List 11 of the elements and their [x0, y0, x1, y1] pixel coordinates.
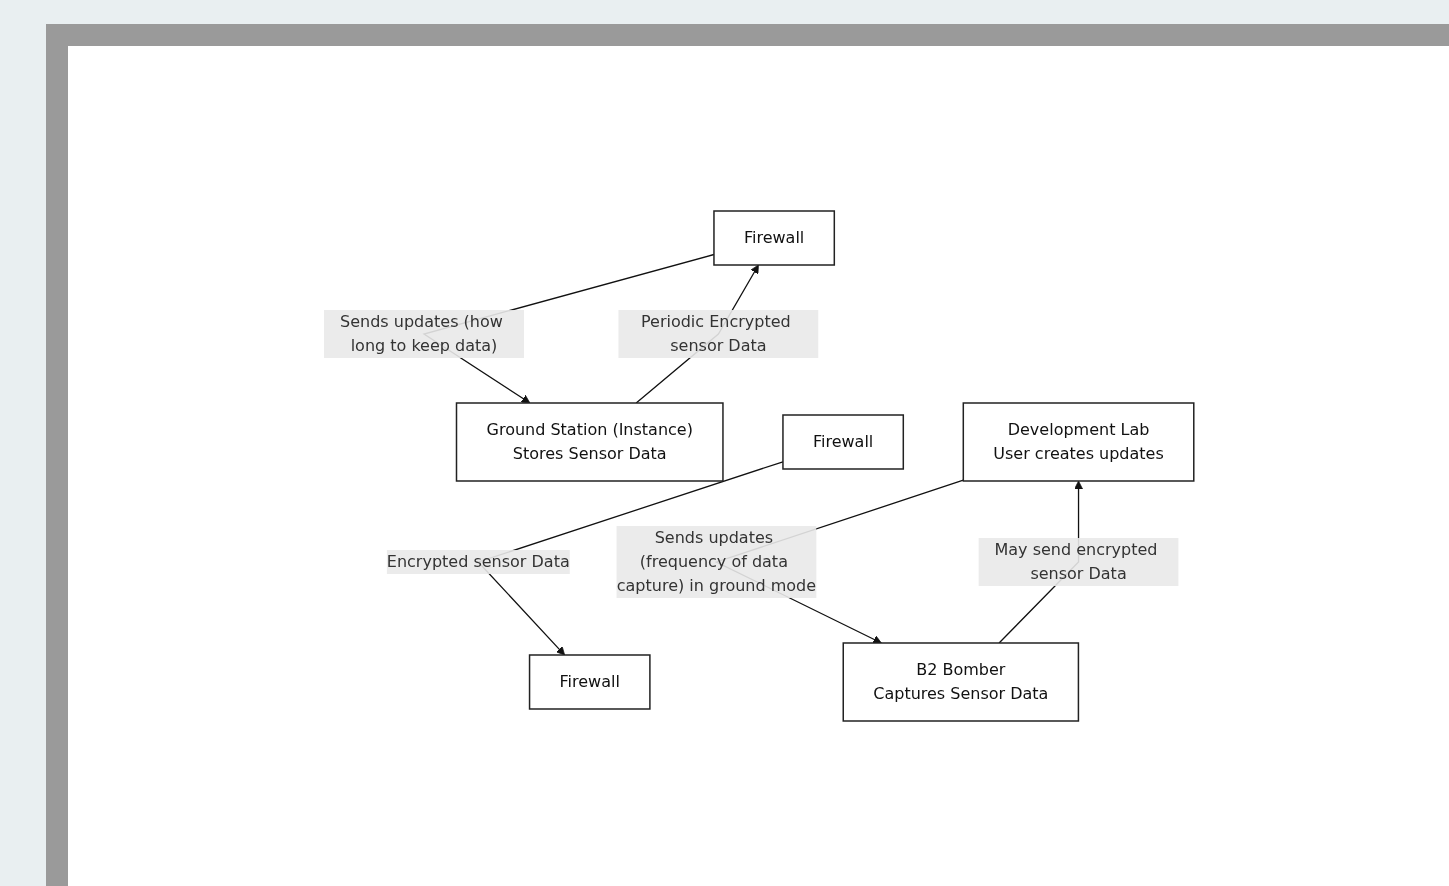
node-box: Firewall	[528, 654, 651, 710]
edge-label: May send encrypted sensor Data	[994, 540, 1158, 583]
node-box: B2 Bomber Captures Sensor Data	[842, 642, 1079, 722]
edge-label: Periodic Encrypted sensor Data	[640, 312, 791, 355]
node-box: Firewall	[781, 414, 904, 470]
edge-label: Encrypted sensor Data	[386, 552, 570, 571]
edge-label: Sends updates (how long to keep data)	[339, 312, 503, 355]
node-box: Development Lab User creates updates	[962, 402, 1195, 482]
node-box: Ground Station (Instance) Stores Sensor Data	[455, 402, 724, 482]
node-box: Firewall	[712, 210, 835, 266]
edge-label: Sends updates (frequency of data capture) in ground mode	[616, 528, 816, 595]
